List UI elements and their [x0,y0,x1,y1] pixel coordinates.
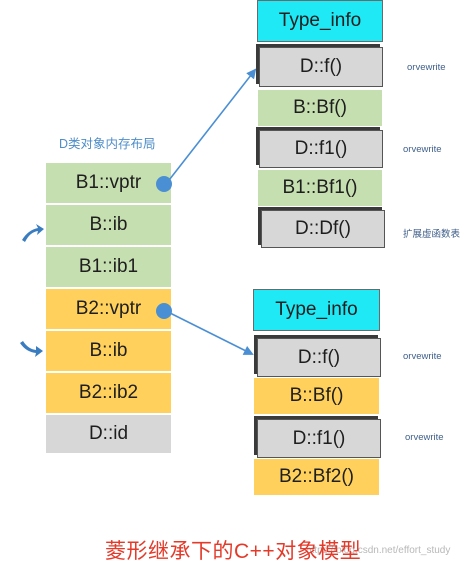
note-top-extended-vtable: 扩展虚函数表 [403,229,461,240]
object-cell-d-id: D::id [45,414,172,454]
note-bottom-f1-overwrite: orvewrite [405,432,444,443]
note-top-f-overwrite: orvewrite [407,62,446,73]
vtable-top-b-bf: B::Bf() [257,89,383,127]
vtable-bottom-d-f1: D::f1() [257,419,381,458]
object-cell-b2-vptr: B2::vptr [45,288,172,330]
vptr-dot-b1 [156,176,172,192]
object-cell-b2-ib2: B2::ib2 [45,372,172,414]
left-arrow-mark-2 [20,341,43,357]
vtable-top-b1-bf1: B1::Bf1() [257,169,383,207]
vtable-bottom-type-info: Type_info [253,289,380,331]
note-bottom-f-overwrite: orvewrite [403,351,442,362]
vtable-bottom-d-f: D::f() [257,338,381,377]
diagram-title: 菱形继承下的C++对象模型 [105,540,362,563]
vtable-top-d-df: D::Df() [261,210,385,248]
arrow-b1-vptr [165,68,257,185]
vtable-top-d-f1: D::f1() [259,130,383,168]
layout-caption: D类对象内存布局 [59,137,156,151]
left-arrow-mark-1 [22,224,44,242]
vtable-bottom-b2-bf2: B2::Bf2() [253,458,380,496]
vptr-dot-b2 [156,303,172,319]
note-top-f1-overwrite: orvewrite [403,144,442,155]
watermark: https://blog.csdn.net/effort_study [306,545,451,556]
object-cell-b1-ib1: B1::ib1 [45,246,172,288]
vtable-bottom-b-bf: B::Bf() [253,377,380,415]
arrow-b2-vptr [165,310,254,355]
vtable-top-type-info: Type_info [257,0,383,42]
object-cell-b-ib-1: B::ib [45,204,172,246]
object-cell-b-ib-2: B::ib [45,330,172,372]
vtable-top-d-f: D::f() [259,47,383,87]
